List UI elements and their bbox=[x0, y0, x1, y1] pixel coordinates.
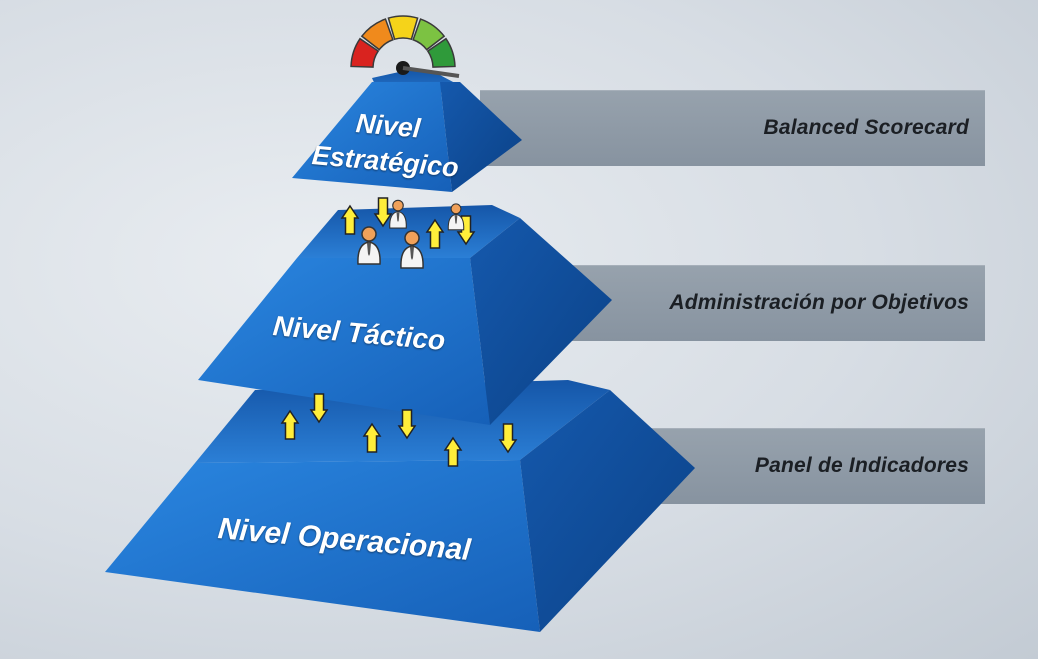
gauge-segment-green bbox=[426, 37, 456, 68]
gauge-segment-red bbox=[350, 37, 380, 68]
band-label-balanced-scorecard: Balanced Scorecard bbox=[763, 116, 969, 139]
arrow-up-icon bbox=[443, 436, 463, 467]
arrow-up-icon bbox=[280, 409, 300, 440]
arrow-down-icon bbox=[397, 409, 417, 440]
label-nivel-estrategico-line1: Nivel bbox=[354, 108, 422, 144]
person-icon bbox=[357, 226, 381, 265]
person-icon bbox=[389, 199, 407, 229]
arrow-down-icon bbox=[498, 423, 518, 454]
tier-tactico-side bbox=[470, 218, 612, 425]
people-group bbox=[357, 199, 465, 269]
tier-tactico-front bbox=[198, 258, 490, 425]
arrow-group bbox=[280, 197, 518, 467]
band-label-panel-indicadores: Panel de Indicadores bbox=[754, 454, 969, 477]
tier-operacional-front bbox=[105, 460, 540, 632]
arrow-up-icon bbox=[425, 218, 445, 249]
tier-operacional-side bbox=[520, 390, 695, 632]
tier-estrategico bbox=[292, 70, 522, 192]
band-panel-indicadores: Panel de Indicadores bbox=[640, 428, 985, 504]
gauge-needle bbox=[402, 66, 460, 78]
arrow-up-icon bbox=[340, 204, 360, 235]
gauge-segment-lightgreen bbox=[412, 18, 446, 51]
band-label-administracion-objetivos: Administración por Objetivos bbox=[669, 291, 969, 314]
tier-estrategico-side bbox=[440, 82, 522, 192]
arrow-up-icon bbox=[362, 422, 382, 453]
arrow-down-icon bbox=[309, 393, 329, 424]
arrow-down-icon bbox=[373, 197, 393, 228]
tier-operacional bbox=[105, 380, 695, 632]
gauge-segment-orange bbox=[360, 18, 394, 51]
tier-estrategico-front bbox=[292, 82, 452, 192]
person-icon bbox=[400, 230, 424, 269]
gauge-icon bbox=[350, 15, 460, 78]
person-icon bbox=[447, 203, 465, 231]
band-administracion-objetivos: Administración por Objetivos bbox=[560, 265, 985, 341]
band-balanced-scorecard: Balanced Scorecard bbox=[480, 90, 985, 166]
gauge-segment-yellow bbox=[387, 15, 419, 41]
